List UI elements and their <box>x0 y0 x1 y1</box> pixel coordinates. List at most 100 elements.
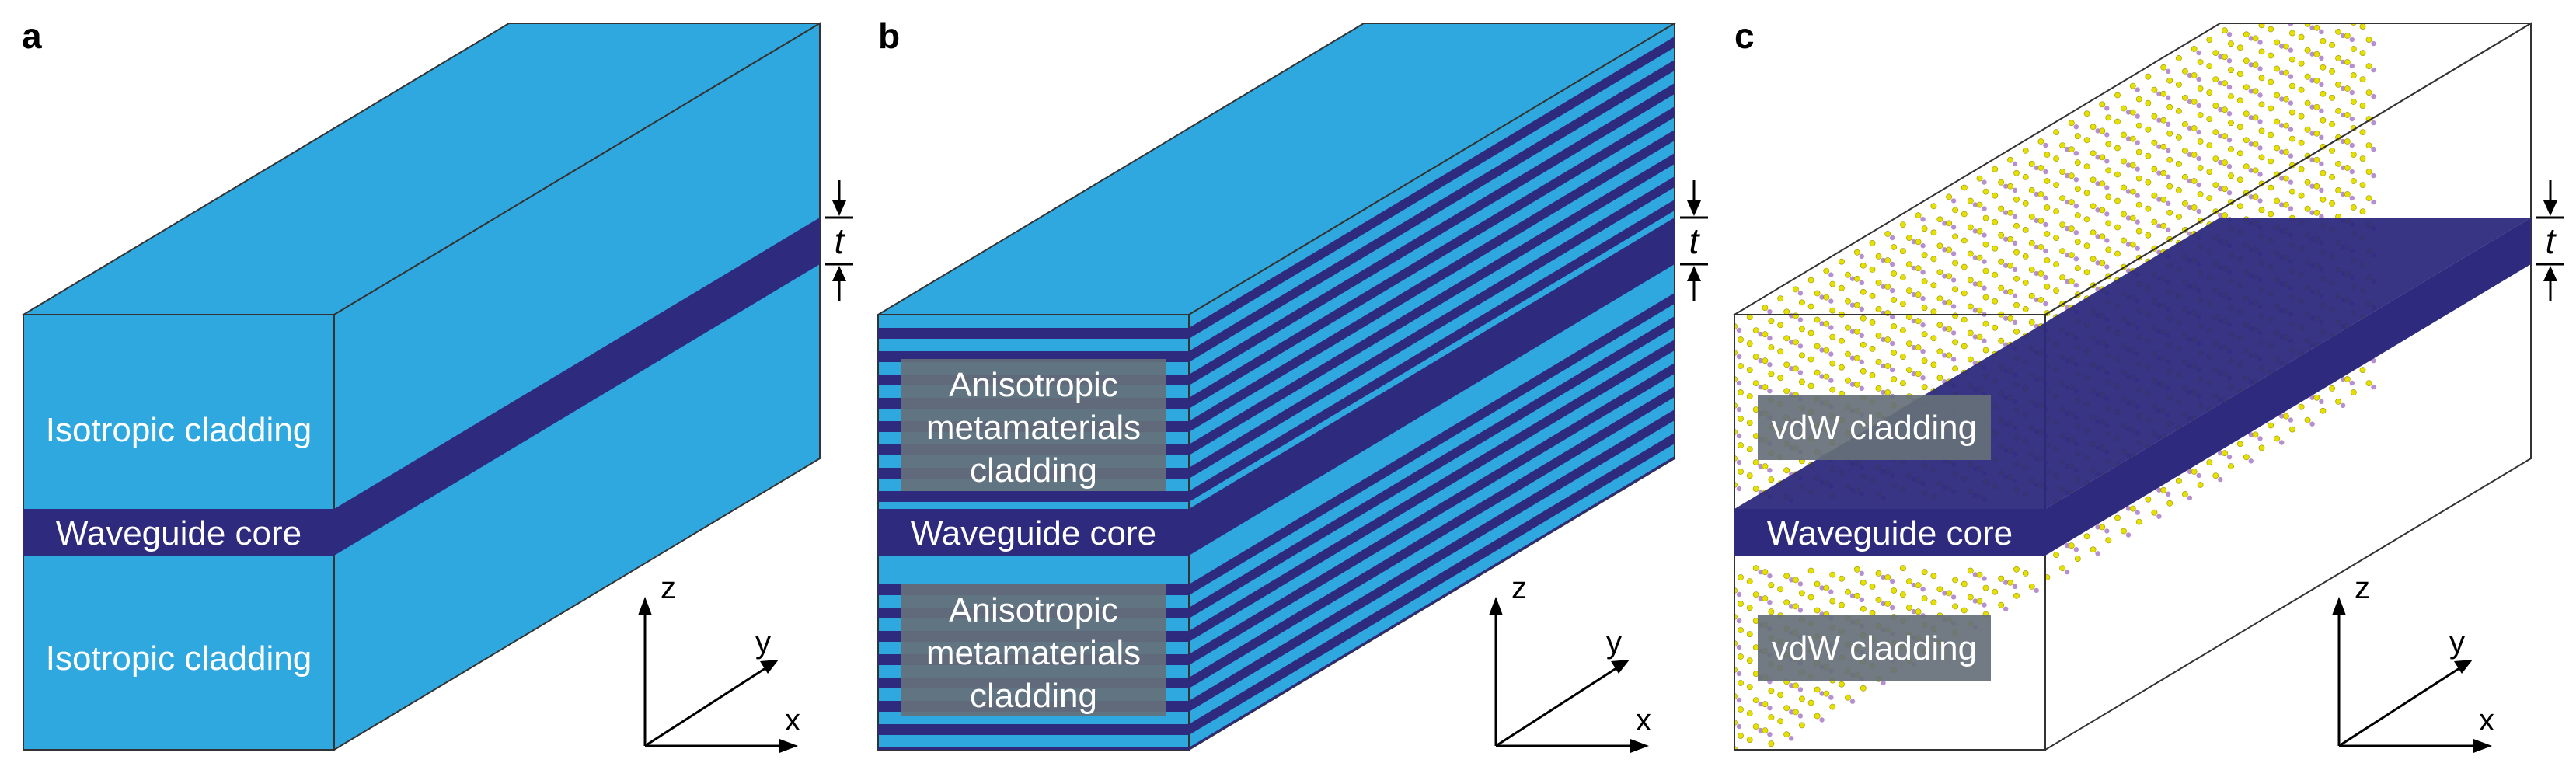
panel-c-atom-s <box>1982 214 1989 221</box>
panel-c-atom-s <box>2083 163 2090 170</box>
panel-c-atom-s <box>2007 579 2013 586</box>
panel-c-atom-s <box>1734 482 1738 488</box>
panel-c-atom-m <box>2218 476 2223 483</box>
panel-c-atom-s <box>1967 594 1974 601</box>
panel-c-atom-m <box>1920 349 1926 354</box>
panel-c-atom-s <box>1915 344 1922 351</box>
panel-c-atom-s <box>2181 491 2188 497</box>
panel-c-atom-s <box>1783 308 1790 315</box>
panel-c-atom-s <box>2007 209 2013 216</box>
panel-c-atom-s <box>1930 229 1937 236</box>
panel-c-atom-s <box>2044 257 2051 263</box>
panel-c-atom-s <box>1946 246 1952 253</box>
panel-c-atom-s <box>2228 67 2234 74</box>
panel-c-atom-m <box>1736 406 1742 413</box>
panel-b-side-stripe <box>1189 60 1675 362</box>
panel-c-atom-s <box>2151 86 2158 93</box>
panel-b-front-stripe <box>878 747 1189 750</box>
panel-c-atom-m <box>2349 89 2355 96</box>
panel-c-atom-s <box>2252 114 2259 121</box>
panel-c-atom-s <box>1982 584 1989 591</box>
panel-c-atom-m <box>2166 491 2171 497</box>
panel-c-atom-s <box>2359 155 2366 162</box>
panel-c-atom-m <box>1819 321 1825 326</box>
panel-c-atom-m <box>2156 144 2162 149</box>
panel-c-atom-m <box>1942 247 1947 253</box>
panel-c-atom-m <box>2218 212 2223 218</box>
panel-c-atom-m <box>2034 218 2039 224</box>
panel-c-atom-s <box>1961 211 1968 218</box>
panel-c-atom-s <box>1946 326 1952 333</box>
panel-c-atom-s <box>2298 33 2305 40</box>
panel-c-atom-m <box>2196 472 2201 479</box>
panel-c-atom-s <box>2222 186 2228 193</box>
panel-c-atom-m <box>2064 278 2070 284</box>
panel-c-atom-s <box>2298 60 2305 67</box>
panel-c-atom-s <box>2236 441 2243 448</box>
panel-c-atom-s <box>1807 699 1814 706</box>
panel-c-atom-m <box>2196 50 2201 56</box>
panel-c-atom-s <box>1936 269 1943 276</box>
panel-c-top-label-box <box>1758 395 1991 460</box>
panel-c-axis-y: y <box>2449 625 2465 660</box>
panel-c-atom-s <box>1930 573 1937 580</box>
panel-c-atom-s <box>2268 52 2274 59</box>
panel-c-atom-m <box>1789 604 1794 609</box>
panel-c-atom-s <box>2335 160 2341 167</box>
panel-c-atom-m <box>2319 161 2324 166</box>
panel-c-atom-m <box>1797 370 1804 375</box>
panel-c-atom-m <box>2218 450 2223 456</box>
panel-letter-b: b <box>878 16 900 56</box>
panel-c-atom-m <box>1881 389 1886 395</box>
panel-c-atom-s <box>2028 584 2035 590</box>
panel-c-atom-s <box>2344 165 2351 171</box>
panel-c-atom-m <box>2371 67 2376 73</box>
panel-c-atom-s <box>2166 156 2173 163</box>
panel-c-atom-s <box>2160 64 2167 71</box>
panel-c-atom-m <box>2279 176 2285 181</box>
panel-c-atom-s <box>2022 570 2029 577</box>
panel-c-atom-s <box>1738 733 1744 739</box>
panel-c-atom-s <box>2090 203 2097 210</box>
panel-c-atom-s <box>2022 147 2029 154</box>
panel-c-atom-s <box>2344 191 2351 197</box>
panel-b: b Anisotropic metamaterials cladding Wav… <box>875 16 1708 753</box>
panel-c-atom-s <box>1768 688 1775 695</box>
panel-c-atom-s <box>1829 386 1836 393</box>
panel-c-atom-s <box>1921 595 1928 602</box>
panel-c-atom-s <box>1734 323 1738 329</box>
panel-a-core-label: Waveguide core <box>56 514 302 552</box>
panel-b-top-label-line-2: metamaterials <box>926 409 1141 447</box>
panel-c-atom-m <box>1767 468 1773 473</box>
panel-c-atom-m <box>1859 359 1864 364</box>
panel-c-atom-s <box>2007 288 2013 295</box>
panel-c-atom-s <box>1961 184 1968 191</box>
panel-c-atom-m <box>1890 605 1895 611</box>
panel-c-atom-m <box>1972 255 1978 260</box>
panel-c-atom-m <box>1767 600 1773 605</box>
panel-c-atom-s <box>1884 389 1891 395</box>
panel-c-atom-s <box>2222 159 2228 166</box>
panel-c-atom-s <box>1734 429 1738 435</box>
panel-c-atom-s <box>2329 120 2335 127</box>
panel-c-atom-s <box>1853 354 1860 361</box>
panel-c-atom-s <box>2114 250 2121 257</box>
panel-c-atom-m <box>1859 570 1864 576</box>
panel-c-atom-s <box>1829 571 1836 578</box>
panel-c-atom-s <box>1930 308 1937 315</box>
panel-c-atom-s <box>1905 261 1912 267</box>
panel-c-atom-m <box>2319 399 2324 404</box>
panel-c-atom-s <box>1777 718 1784 725</box>
panel-c-atom-s <box>1752 459 1759 465</box>
panel-c-atom-m <box>2095 128 2100 134</box>
panel-c-atom-s <box>2206 195 2213 201</box>
panel-c-atom-m <box>1767 706 1773 711</box>
panel-c-atom-m <box>1972 308 1978 313</box>
panel-c-atom-s <box>2037 270 2044 277</box>
panel-c-atom-s <box>1783 705 1790 712</box>
panel-c-atom-m <box>1736 644 1742 650</box>
panel-c-atom-m <box>2104 264 2110 270</box>
panel-c-atom-m <box>1789 577 1794 583</box>
panel-c-atom-s <box>2068 542 2075 549</box>
panel-c-atom-s <box>1853 275 1860 282</box>
